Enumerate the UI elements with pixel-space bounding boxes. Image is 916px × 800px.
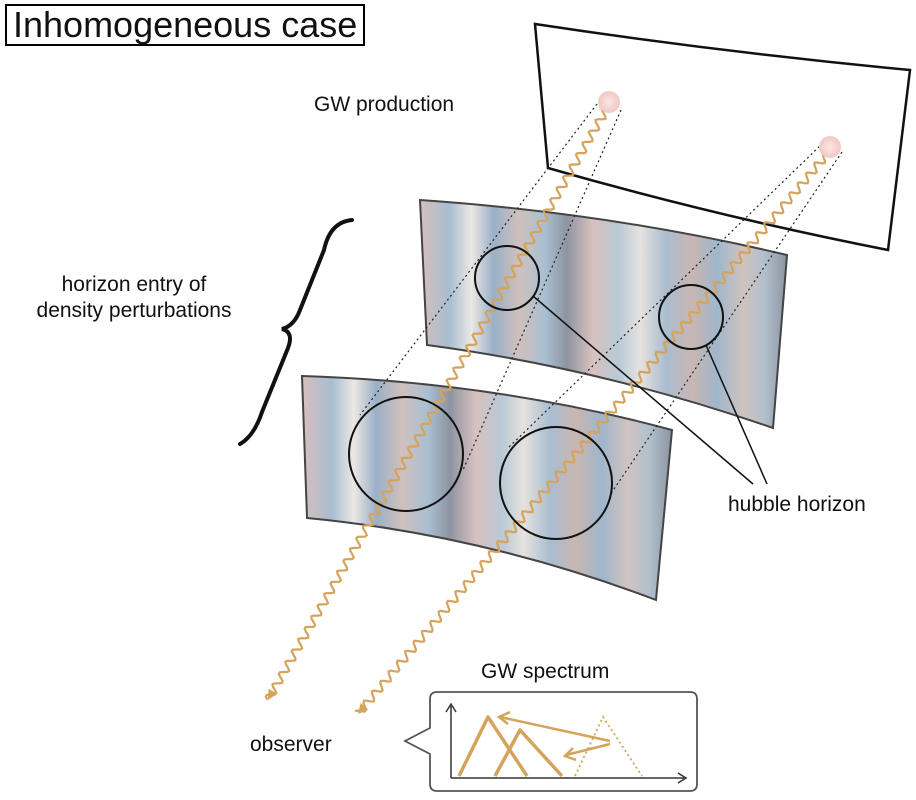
horizon-entry-line-1: horizon entry of [61, 273, 207, 296]
spectrum-peak-1 [457, 715, 529, 777]
hubble-horizon-mid-right [658, 284, 724, 350]
spectrum-peak-2 [493, 728, 564, 778]
light-cone-lines [359, 99, 843, 496]
hubble-horizon-label: hubble horizon [728, 493, 866, 516]
production-surface [533, 22, 912, 252]
gw-ray-2-arrowhead [358, 703, 369, 714]
gw-ray-1 [264, 106, 608, 701]
gw-production-label: GW production [314, 93, 455, 116]
diagram-title: Inhomogeneous case [5, 4, 366, 46]
perturbation-surface-middle [418, 198, 789, 430]
hubble-horizon-front-left [348, 396, 464, 512]
hubble-horizons [348, 245, 724, 540]
hubble-horizon-mid-left [474, 245, 540, 311]
gw-ray-1-arrowhead [268, 688, 278, 700]
curly-brace [238, 218, 354, 446]
spectrum-peaks [457, 715, 564, 778]
hubble-pointer-lines [532, 295, 768, 485]
gw-spectrum-label: GW spectrum [481, 660, 610, 683]
horizon-entry-label: horizon entry of density perturbations [0, 272, 268, 324]
spectrum-peak-original [574, 715, 643, 777]
spectrum-axes [445, 702, 688, 784]
gw-source-1 [598, 91, 620, 113]
gw-source-2 [819, 136, 841, 158]
hubble-horizon-front-right [499, 426, 613, 540]
gw-ray-2 [354, 151, 829, 713]
spectrum-shift-arrows [496, 710, 611, 762]
spectrum-callout [403, 691, 698, 792]
gw-rays [264, 106, 829, 714]
observer-label: observer [250, 733, 332, 756]
horizon-entry-line-2: density perturbations [36, 299, 232, 322]
